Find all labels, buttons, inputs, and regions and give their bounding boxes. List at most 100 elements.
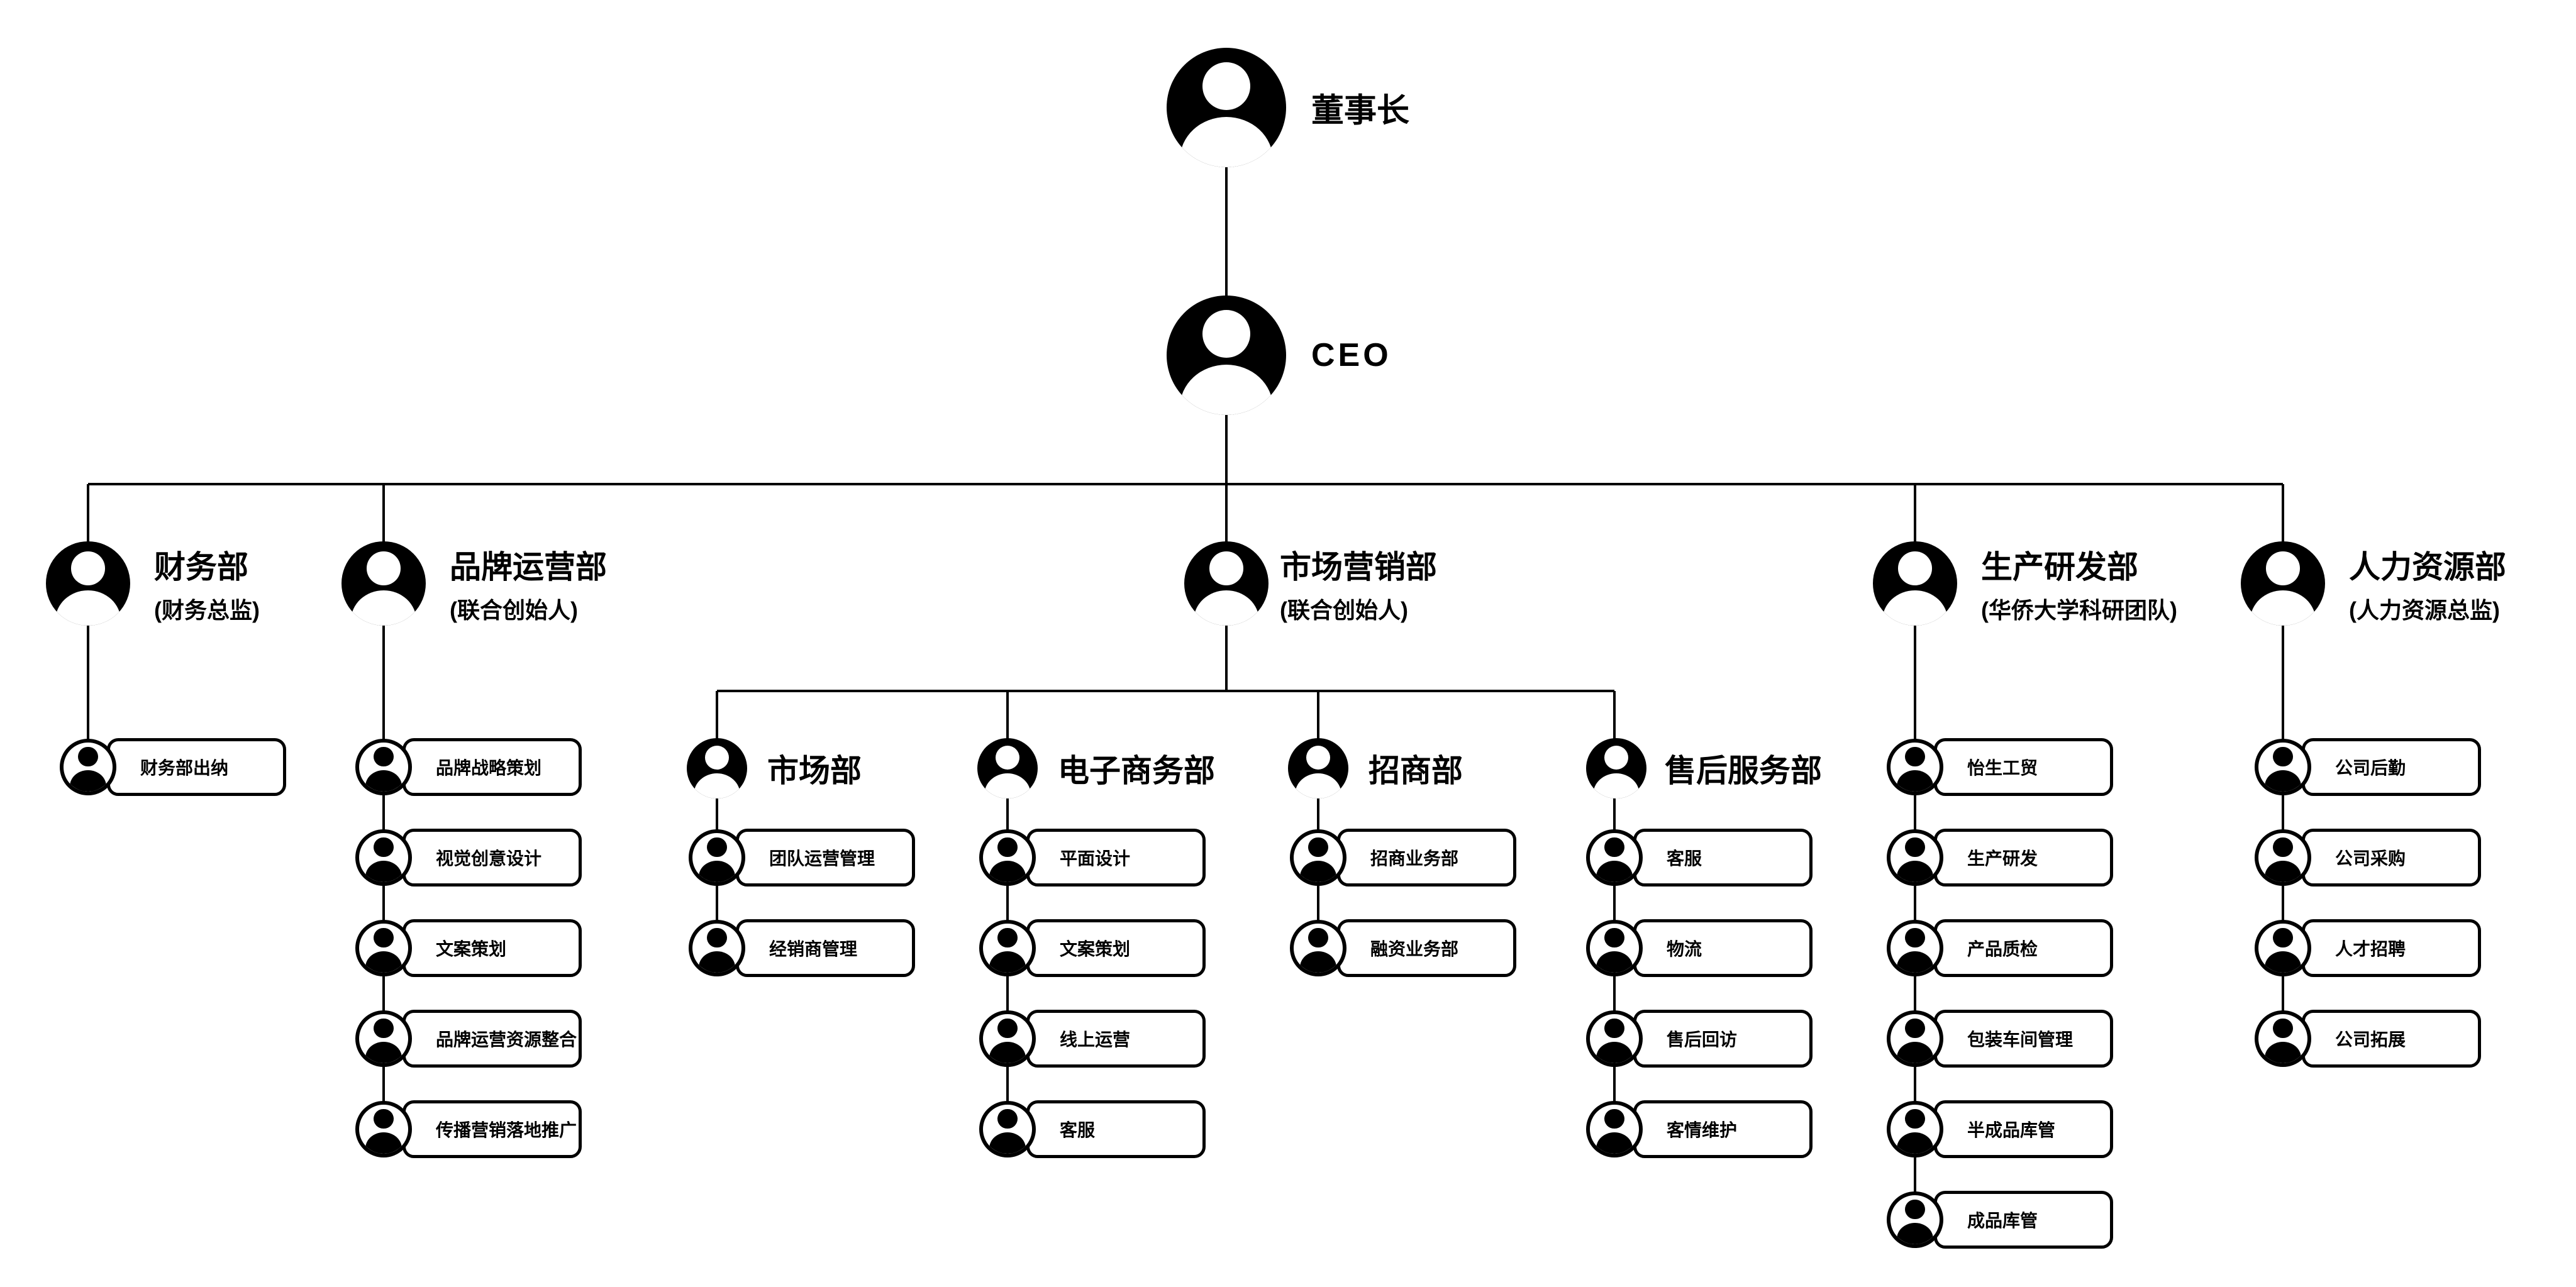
- ceo-label: CEO: [1311, 337, 1392, 373]
- leaf-card: 品牌运营资源整合: [402, 1010, 582, 1068]
- subdept-market: 市场部: [767, 753, 862, 788]
- leaf-label: 融资业务部: [1370, 939, 1459, 959]
- leaf-label: 售后回访: [1667, 1030, 1738, 1049]
- leaf-label: 视觉创意设计: [436, 849, 542, 868]
- leaf-card: 线上运营: [1026, 1010, 1206, 1068]
- person-avatar-icon: [2255, 739, 2311, 795]
- leaf-card: 客服: [1633, 829, 1813, 887]
- person-avatar-icon: [1586, 1010, 1643, 1067]
- leaf-label: 客服: [1060, 1120, 1096, 1140]
- leaf-label: 产品质检: [1967, 939, 2038, 959]
- dept-sublabel: (华侨大学科研团队): [1981, 597, 2177, 623]
- dept-marketing: 市场营销部 (联合创始人): [1280, 542, 1437, 625]
- leaf-label: 传播营销落地推广: [436, 1120, 577, 1140]
- leaf-card: 公司拓展: [2302, 1010, 2481, 1068]
- leaf-card: 人才招聘: [2302, 919, 2481, 977]
- leaf-label: 文案策划: [1060, 939, 1131, 959]
- leaf-card: 经销商管理: [736, 919, 915, 977]
- leaf-label: 线上运营: [1060, 1030, 1131, 1049]
- leaf-label: 平面设计: [1060, 849, 1131, 868]
- leaf-label: 公司采购: [2335, 849, 2406, 868]
- person-avatar-icon: [2255, 1010, 2311, 1067]
- leaf-label: 品牌运营资源整合: [436, 1030, 577, 1049]
- leaf-label: 客服: [1667, 849, 1702, 868]
- dept-label: 财务部: [154, 550, 248, 585]
- subdept-aftersales: 售后服务部: [1665, 753, 1822, 788]
- leaf-label: 成品库管: [1967, 1211, 2038, 1230]
- person-avatar-icon: [1887, 920, 1943, 976]
- person-avatar-icon: [46, 541, 130, 626]
- leaf-label: 团队运营管理: [769, 849, 875, 868]
- dept-hr: 人力资源部 (人力资源总监): [2349, 542, 2506, 625]
- leaf-label: 半成品库管: [1967, 1120, 2056, 1140]
- leaf-label: 包装车间管理: [1967, 1030, 2074, 1049]
- person-avatar-icon: [979, 920, 1036, 976]
- leaf-card: 公司后勤: [2302, 738, 2481, 796]
- leaf-label: 招商业务部: [1370, 849, 1459, 868]
- leaf-card: 文案策划: [402, 919, 582, 977]
- person-avatar-icon: [1873, 541, 1957, 626]
- person-avatar-icon: [689, 920, 745, 976]
- dept-sublabel: (人力资源总监): [2349, 597, 2500, 623]
- person-avatar-icon: [1290, 920, 1346, 976]
- dept-finance: 财务部 (财务总监): [154, 542, 260, 625]
- leaf-label: 财务部出纳: [140, 758, 229, 778]
- leaf-card: 物流: [1633, 919, 1813, 977]
- leaf-card: 招商业务部: [1337, 829, 1516, 887]
- person-avatar-icon: [355, 1101, 412, 1157]
- person-avatar-icon: [1288, 738, 1348, 798]
- leaf-label: 物流: [1667, 939, 1702, 959]
- leaf-card: 包装车间管理: [1934, 1010, 2113, 1068]
- person-avatar-icon: [687, 738, 747, 798]
- chairman-label: 董事长: [1311, 92, 1410, 130]
- person-avatar-icon: [341, 541, 426, 626]
- dept-label: 生产研发部: [1981, 550, 2138, 585]
- leaf-label: 经销商管理: [769, 939, 858, 959]
- leaf-label: 公司后勤: [2335, 758, 2406, 778]
- person-avatar-icon: [1887, 829, 1943, 886]
- person-avatar-icon: [979, 1010, 1036, 1067]
- person-avatar-icon: [1586, 829, 1643, 886]
- person-avatar-icon: [1586, 920, 1643, 976]
- person-avatar-icon: [1887, 1191, 1943, 1248]
- leaf-card: 生产研发: [1934, 829, 2113, 887]
- leaf-card: 财务部出纳: [107, 738, 286, 796]
- leaf-card: 平面设计: [1026, 829, 1206, 887]
- person-avatar-icon: [2241, 541, 2325, 626]
- person-avatar-icon: [977, 738, 1038, 798]
- person-avatar-icon: [1887, 1010, 1943, 1067]
- leaf-label: 人才招聘: [2335, 939, 2406, 959]
- leaf-card: 半成品库管: [1934, 1100, 2113, 1158]
- leaf-label: 公司拓展: [2335, 1030, 2406, 1049]
- person-avatar-icon: [1887, 1101, 1943, 1157]
- leaf-card: 视觉创意设计: [402, 829, 582, 887]
- person-avatar-icon: [355, 739, 412, 795]
- leaf-card: 公司采购: [2302, 829, 2481, 887]
- leaf-card: 团队运营管理: [736, 829, 915, 887]
- leaf-label: 生产研发: [1967, 849, 2038, 868]
- leaf-card: 客情维护: [1633, 1100, 1813, 1158]
- person-avatar-icon: [1887, 739, 1943, 795]
- leaf-card: 传播营销落地推广: [402, 1100, 582, 1158]
- leaf-card: 文案策划: [1026, 919, 1206, 977]
- dept-label: 人力资源部: [2349, 550, 2506, 585]
- leaf-card: 客服: [1026, 1100, 1206, 1158]
- leaf-card: 售后回访: [1633, 1010, 1813, 1068]
- dept-sublabel: (联合创始人): [450, 597, 578, 623]
- leaf-card: 产品质检: [1934, 919, 2113, 977]
- subdept-investment: 招商部: [1368, 753, 1463, 788]
- person-avatar-icon: [355, 1010, 412, 1067]
- dept-production-rd: 生产研发部 (华侨大学科研团队): [1981, 542, 2177, 625]
- leaf-card: 融资业务部: [1337, 919, 1516, 977]
- person-avatar-icon: [1586, 1101, 1643, 1157]
- leaf-card: 品牌战略策划: [402, 738, 582, 796]
- subdept-ecommerce: 电子商务部: [1058, 753, 1215, 788]
- person-avatar-icon: [2255, 829, 2311, 886]
- person-avatar-icon: [1290, 829, 1346, 886]
- person-avatar-icon: [1167, 296, 1286, 415]
- leaf-label: 客情维护: [1667, 1120, 1738, 1140]
- dept-brand-ops: 品牌运营部 (联合创始人): [450, 542, 607, 625]
- person-avatar-icon: [979, 829, 1036, 886]
